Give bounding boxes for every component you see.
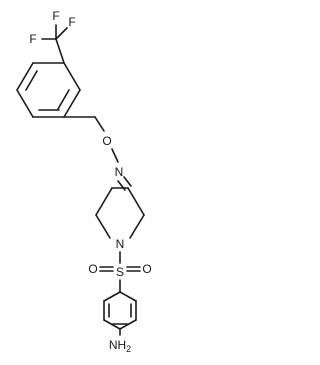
- aniline-ring: NH2: [103, 291, 137, 354]
- atom-piperidine-n: N: [116, 237, 125, 251]
- amine-subscript: 2: [126, 344, 131, 354]
- sulfonyl-group: S O O: [88, 251, 152, 293]
- bond-cf3-c-f-right: [55, 27, 68, 40]
- atom-oxime-n: N: [115, 165, 124, 179]
- amine-n-label: NH: [109, 338, 126, 352]
- ring-bond: [63, 89, 81, 118]
- benzene-ring: [16, 62, 81, 118]
- atom-f-right: F: [68, 15, 75, 29]
- ring-bond: [16, 62, 34, 91]
- ring-bond: [95, 214, 111, 239]
- ring-bond: [127, 187, 145, 216]
- atom-amine-n: NH2: [109, 338, 131, 354]
- ring-bond: [129, 214, 145, 239]
- ring-bond: [103, 291, 121, 302]
- ring-bond: [63, 62, 81, 91]
- ring-bond: [119, 291, 137, 302]
- atom-f-left: F: [29, 32, 36, 46]
- chemical-structure: F F F O N N S: [16, 9, 152, 354]
- trifluoromethyl-group: F F F: [29, 9, 76, 64]
- bond-cf3-to-ring: [55, 38, 65, 64]
- bond-ch2-o: [94, 116, 105, 132]
- atom-sulfur: S: [116, 265, 124, 279]
- ring-double-bond: [25, 70, 38, 91]
- oxime-ether-linker: O N: [63, 116, 132, 191]
- atom-oxime-o: O: [102, 134, 111, 148]
- ring-double-bond: [57, 89, 70, 110]
- ring-bond: [119, 319, 137, 330]
- bond-o-n: [111, 148, 119, 163]
- piperidine-ring: N: [95, 187, 145, 251]
- atom-sulfonyl-o-right: O: [142, 262, 151, 276]
- ring-bond: [103, 319, 121, 330]
- atom-sulfonyl-o-left: O: [88, 262, 97, 276]
- bond-n-c-double: [123, 176, 132, 187]
- atom-f-top: F: [52, 9, 59, 23]
- ring-bond: [95, 187, 113, 216]
- ring-bond: [16, 89, 34, 118]
